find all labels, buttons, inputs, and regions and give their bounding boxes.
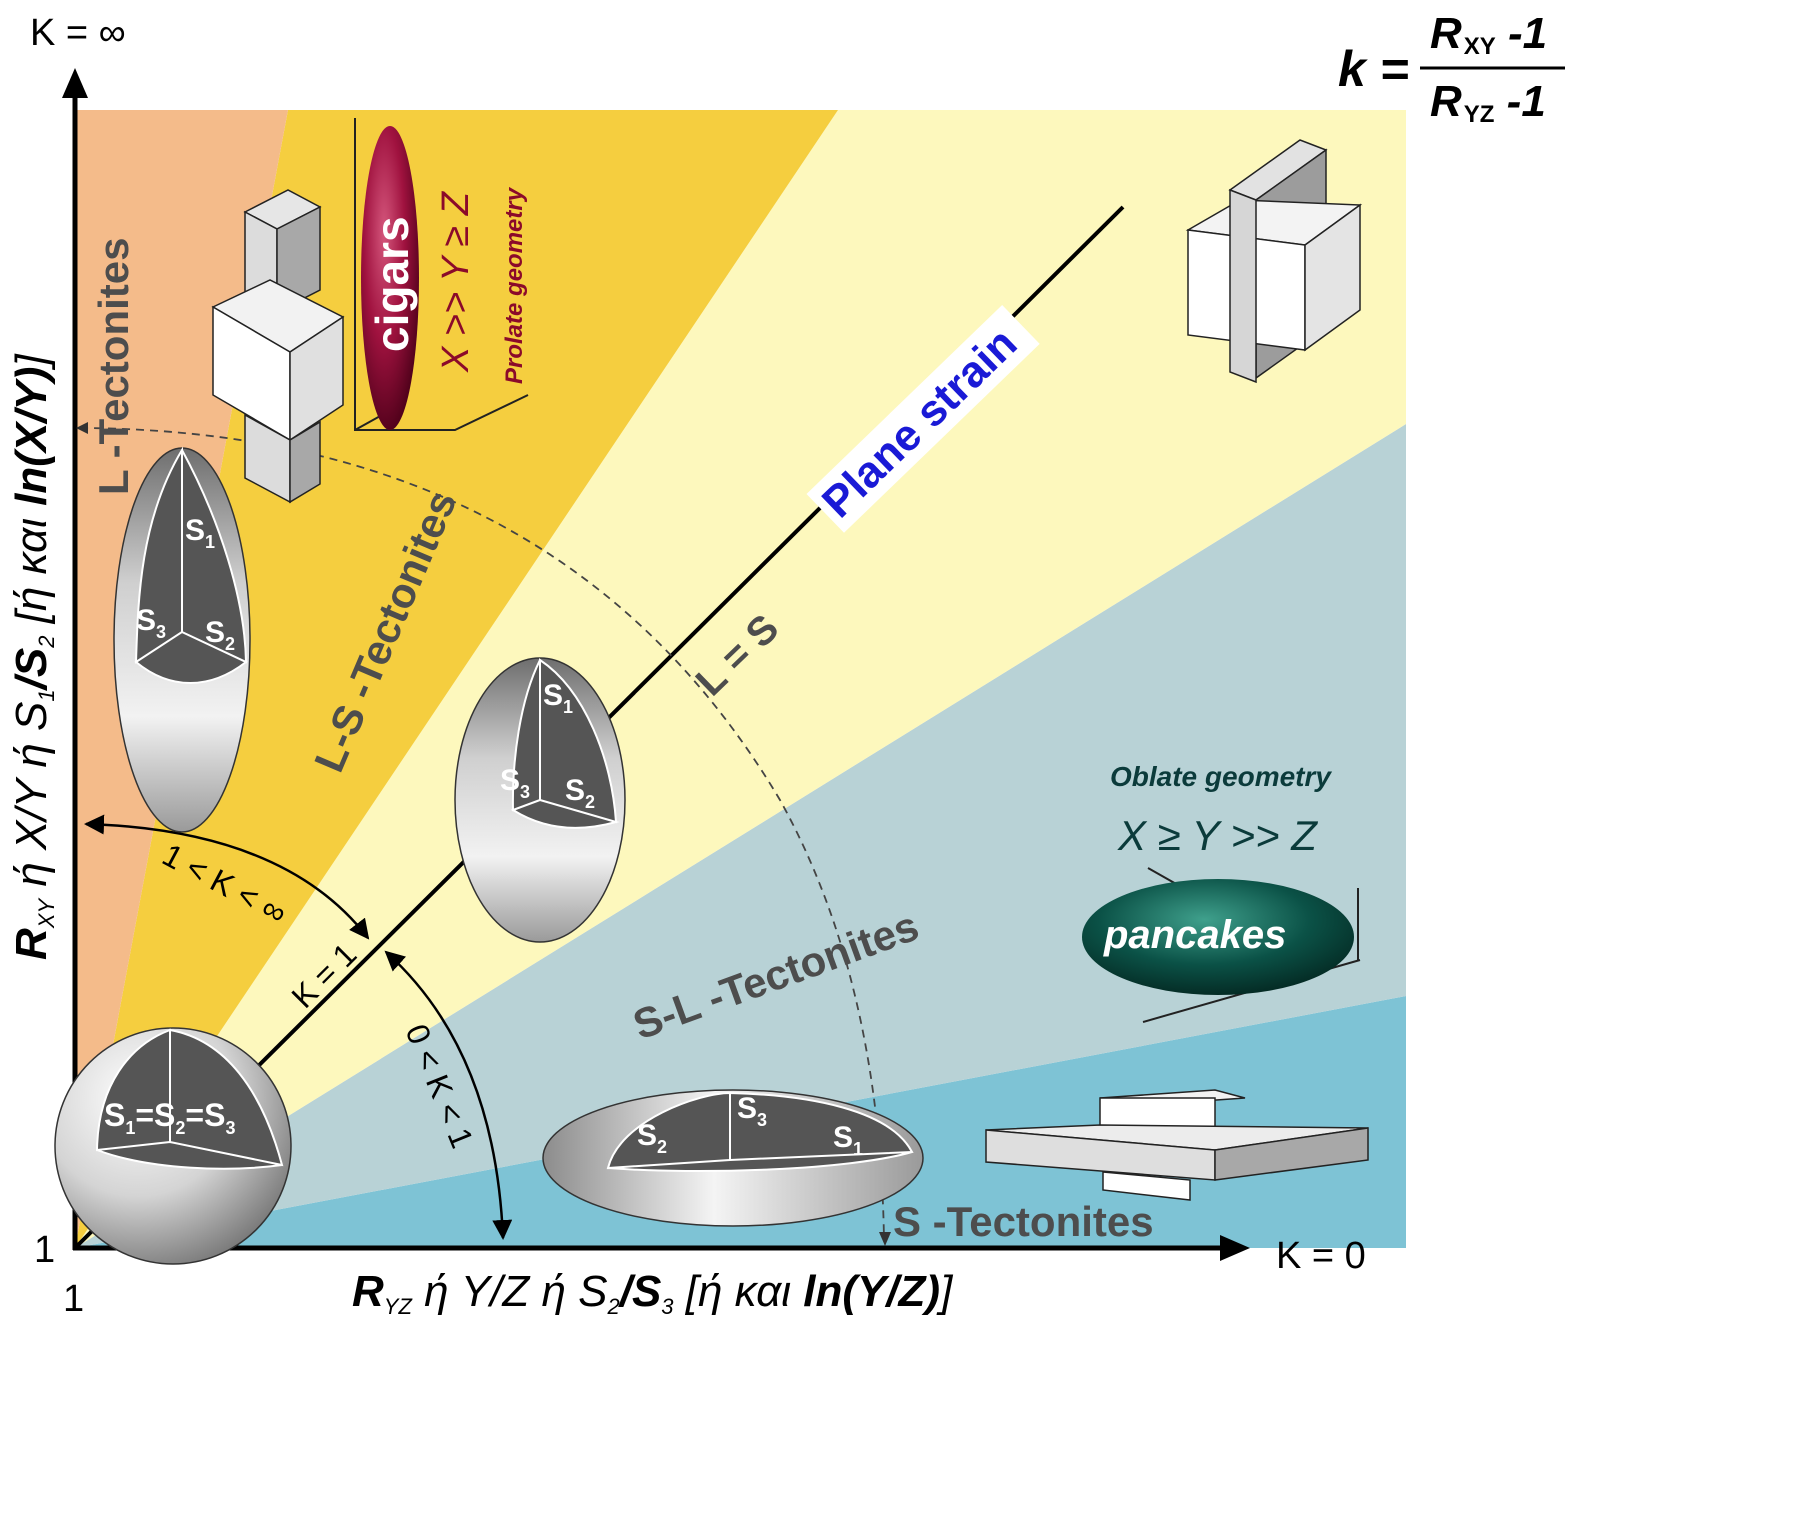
y-axis-arrow	[62, 68, 88, 98]
formula-denominator: RYZ -1	[1430, 77, 1546, 128]
prolate-relation: X >> Y ≥ Z	[435, 190, 477, 373]
origin-y-label: 1	[34, 1229, 55, 1271]
oblate-block	[985, 1089, 1369, 1201]
sphere-cut	[95, 1028, 284, 1170]
cigar-shape	[361, 126, 419, 430]
cigar-axes	[354, 118, 529, 431]
small-box-lower	[1102, 1171, 1191, 1201]
k-lt1-arc	[384, 950, 513, 1240]
prolate-illustration: cigars X >> Y ≥ Z Prolate geometry	[354, 118, 529, 431]
pancake-label: pancakes	[1103, 913, 1286, 957]
oblate-s1: S1	[833, 1121, 863, 1159]
plane-strain-ellipsoid: S1 S3 S2	[454, 657, 626, 943]
x-axis-label: RYZ ή Y/Z ή S2/S3 [ή και ln(Y/Z)]	[352, 1267, 954, 1319]
oblate-ellipsoid-cut	[606, 1091, 914, 1173]
prolate-ellipsoid: S1 S3 S2	[113, 446, 251, 833]
bar-lower-side	[289, 420, 321, 504]
plane-strain-ellipsoid-cut	[510, 658, 620, 829]
x-axis-arrow	[1220, 1235, 1250, 1261]
k-formula: k = RXY -1 RYZ -1	[1338, 9, 1565, 128]
prolate-ellipsoid-cut	[134, 446, 248, 684]
l-tectonites-label: L -Tectonites	[90, 238, 137, 495]
plane-strain-s2: S2	[565, 774, 595, 812]
k-gt1-arc	[84, 814, 370, 940]
plane-strain-s3: S3	[500, 764, 530, 802]
plane-strain-backing	[806, 305, 1040, 533]
k-zero-label: K = 0	[1276, 1235, 1366, 1277]
slab-front	[1229, 188, 1257, 384]
pancake-axis-1	[1147, 867, 1179, 886]
prolate-block	[211, 189, 345, 504]
sphere-label: S1=S2=S3	[104, 1097, 235, 1138]
y-axis-label: RXY ή X/Y ή S1/S2 [ή και ln(X/Y)]	[7, 353, 59, 960]
plate-side	[1214, 1127, 1369, 1181]
plane-strain-s1: S1	[543, 679, 573, 717]
origin-x-label: 1	[63, 1278, 84, 1320]
oblate-relation: X ≥ Y >> Z	[1117, 812, 1318, 859]
oblate-geometry: Oblate geometry	[1110, 761, 1332, 792]
prolate-s3: S3	[136, 604, 166, 642]
plane-strain-block	[1185, 139, 1363, 384]
prolate-s2: S2	[205, 616, 235, 654]
oblate-ellipsoid: S2 S3 S1	[542, 1089, 924, 1227]
dashed-arc-arrow-bottom	[879, 1232, 891, 1246]
axes	[62, 68, 1250, 1261]
box-side	[289, 315, 344, 442]
prolate-s1: S1	[185, 514, 215, 552]
formula-lhs: k =	[1338, 41, 1409, 97]
dashed-arc	[79, 427, 885, 1241]
oblate-illustration: Oblate geometry X ≥ Y >> Z pancakes	[1082, 761, 1361, 1023]
formula-numerator: RXY -1	[1430, 9, 1547, 60]
prolate-geometry: Prolate geometry	[501, 186, 528, 384]
s-tectonites-label: S -Tectonites	[893, 1198, 1154, 1245]
cigar-label: cigars	[366, 216, 418, 352]
oblate-s2: S2	[637, 1119, 667, 1157]
k-infinity-label: K = ∞	[30, 12, 126, 54]
dashed-arc-arrow-top	[76, 422, 88, 434]
undeformed-sphere: S1=S2=S3	[54, 1027, 292, 1265]
pancake-shape	[1082, 879, 1354, 995]
oblate-s3: S3	[737, 1092, 767, 1130]
cube-side	[1304, 203, 1361, 352]
